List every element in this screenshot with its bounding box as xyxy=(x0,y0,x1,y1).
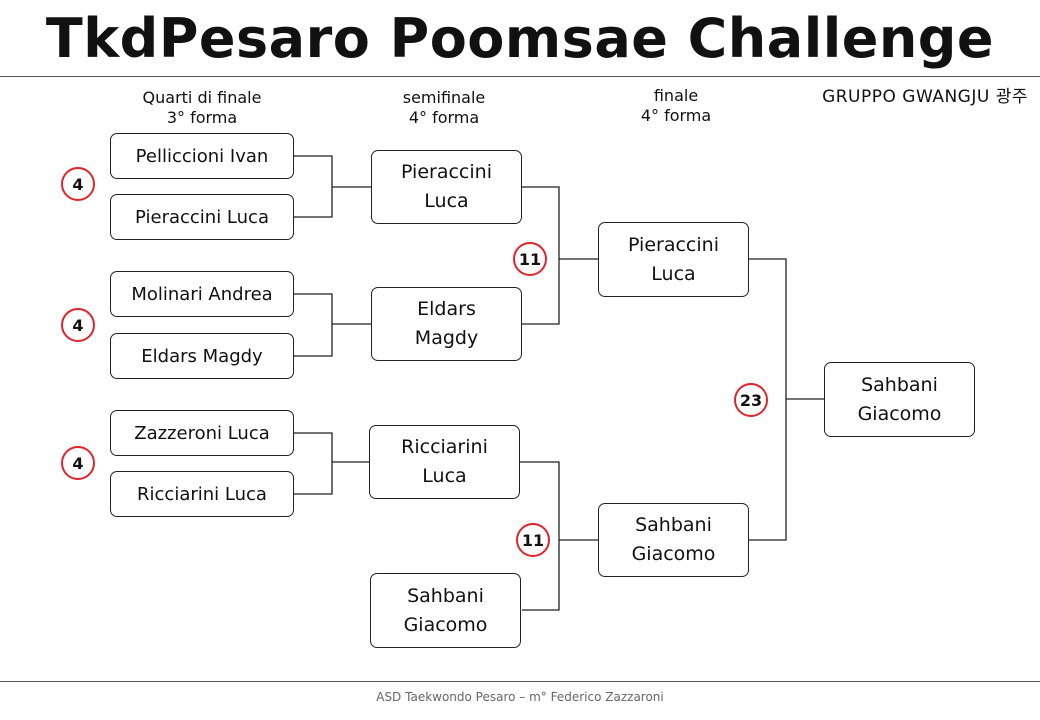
semi-competitor-3-surname: Ricciarini xyxy=(401,436,488,458)
semi-competitor-1-surname: Pieraccini xyxy=(401,161,492,183)
quarter-1-competitor-a: Pellicci​oni Ivan xyxy=(110,133,294,179)
page-title: TkdPesaro Poomsae Challenge xyxy=(45,7,995,70)
connector-final xyxy=(749,258,824,541)
column-heading-final-form: 4° forma xyxy=(640,106,712,125)
connector-quarter-2 xyxy=(294,293,371,357)
column-heading-semis-round: semifinale xyxy=(402,88,486,107)
connector-quarter-3 xyxy=(294,432,369,495)
quarter-2-competitor-a: Molinari Andrea xyxy=(110,271,294,317)
column-heading-quarters-round: Quarti di finale xyxy=(142,88,262,107)
quarter-1-competitor-b: Pieraccini Luca xyxy=(110,194,294,240)
footer-credit: ASD Taekwondo Pesaro – m° Federico Zazza… xyxy=(376,690,664,704)
semi-competitor-4-surname: Sahbani xyxy=(407,584,484,607)
semi-upper-score-badge: 11 xyxy=(513,242,547,276)
connector-quarter-1 xyxy=(294,155,371,218)
final-score-badge: 23 xyxy=(734,383,768,417)
semi-competitor-1-name: Luca xyxy=(424,190,469,212)
column-heading-final: finale 4° forma xyxy=(596,86,756,126)
column-heading-semis: semifinale 4° forma xyxy=(364,88,524,128)
column-heading-final-round: finale xyxy=(653,86,699,105)
footer-divider xyxy=(0,681,1040,682)
final-competitor-2-name: Giacomo xyxy=(631,543,716,565)
final-competitor-1-name: Luca xyxy=(651,262,696,285)
quarter-1-score-badge: 4 xyxy=(61,167,95,201)
semi-competitor-2-surname: Eldars xyxy=(417,298,476,320)
connector-semi-upper xyxy=(522,186,598,325)
header-divider xyxy=(0,76,1040,77)
column-heading-semis-form: 4° forma xyxy=(408,108,480,127)
final-competitor-1-surname: Pieraccini xyxy=(628,233,719,256)
winner-name: Giacomo xyxy=(857,402,942,425)
quarter-2-competitor-b: Eldars Magdy xyxy=(110,333,294,379)
column-heading-quarters: Quarti di finale 3° forma xyxy=(112,88,292,128)
quarter-3-competitor-b: Ricciarini Luca xyxy=(110,471,294,517)
quarter-3-competitor-a: Zazzeroni Luca xyxy=(110,410,294,456)
final-competitor-2-surname: Sahbani xyxy=(635,514,712,536)
semi-competitor-4-name: Giacomo xyxy=(403,613,488,636)
winner-surname: Sahbani xyxy=(861,373,938,396)
quarter-3-score-badge: 4 xyxy=(61,446,95,480)
group-label: GRUPPO GWANGJU 광주 xyxy=(822,87,1028,107)
semi-competitor-3-name: Luca xyxy=(422,465,467,487)
quarter-2-score-badge: 4 xyxy=(61,308,95,342)
connector-semi-lower xyxy=(520,461,598,611)
semi-lower-score-badge: 11 xyxy=(516,523,550,557)
column-heading-quarters-form: 3° forma xyxy=(166,108,238,127)
semi-competitor-2-name: Magdy xyxy=(414,327,479,349)
